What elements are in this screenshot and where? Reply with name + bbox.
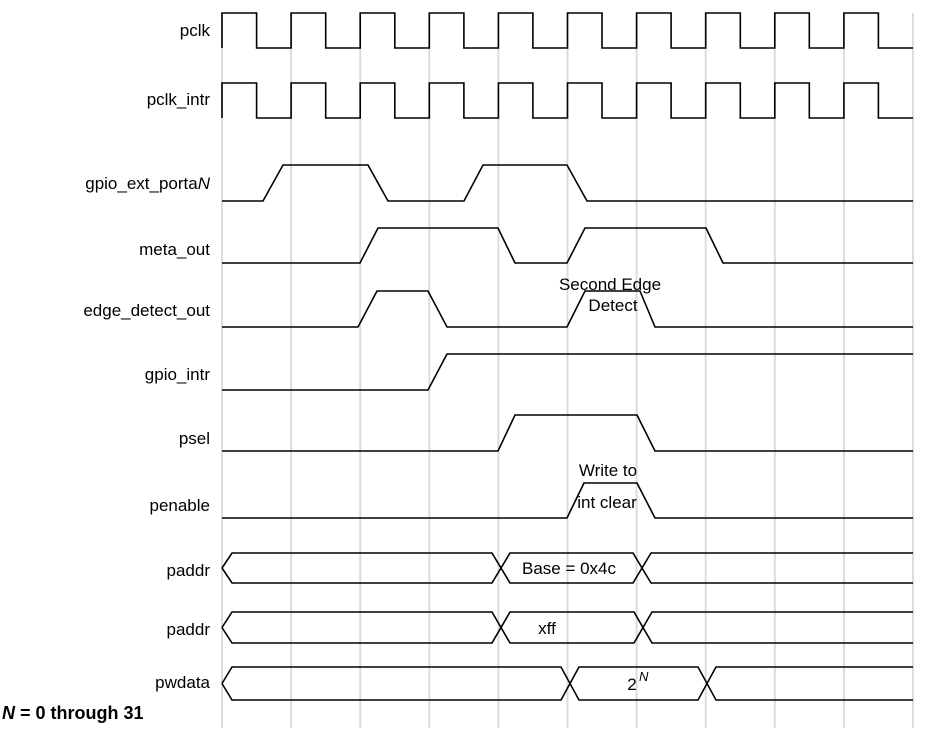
wave-gpio_ext_portaN bbox=[222, 164, 913, 202]
annotation-second-edge-line1: Second Edge bbox=[559, 275, 661, 294]
bus-value-pwdata-mantissa: 2 bbox=[627, 675, 636, 694]
wave-pwdata bbox=[221, 666, 913, 701]
wave-paddr_base bbox=[221, 552, 913, 584]
footnote: N = 0 through 31 bbox=[2, 703, 144, 723]
wave-psel bbox=[222, 414, 913, 452]
bus-value-paddr-offset: xff bbox=[538, 619, 556, 638]
wave-edge_detect_out bbox=[222, 290, 913, 328]
bus-value-paddr-base: Base = 0x4c bbox=[522, 559, 617, 578]
wave-penable bbox=[222, 482, 913, 519]
wave-meta_out bbox=[222, 227, 913, 264]
annotation-write-to-line1: Write to bbox=[579, 461, 637, 480]
bus-value-pwdata-exponent: N bbox=[639, 669, 649, 684]
waveforms-layer bbox=[221, 12, 913, 701]
annotations-layer: Second Edge Detect Write to int clear Ba… bbox=[522, 275, 661, 694]
wave-pclk_intr bbox=[221, 82, 913, 119]
gridlines-layer bbox=[221, 13, 914, 728]
wave-pclk bbox=[221, 12, 913, 49]
annotation-write-to-line2: int clear bbox=[577, 493, 637, 512]
wave-paddr_offset bbox=[221, 611, 913, 644]
wave-gpio_intr bbox=[222, 353, 913, 391]
wave-paddr_base bbox=[221, 552, 913, 584]
wave-pwdata bbox=[221, 666, 913, 701]
annotation-second-edge-line2: Detect bbox=[588, 296, 637, 315]
wave-paddr_offset bbox=[221, 611, 913, 644]
